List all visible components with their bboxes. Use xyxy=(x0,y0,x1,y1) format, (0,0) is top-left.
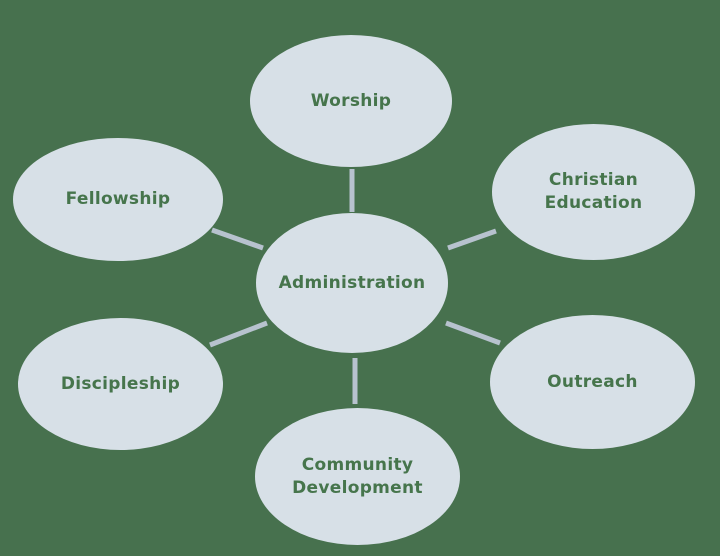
node-worship: Worship xyxy=(250,35,452,167)
node-fellowship-label: Fellowship xyxy=(65,189,171,210)
node-administration-label: Administration xyxy=(278,272,426,293)
node-administration: Administration xyxy=(256,213,448,353)
edge-administration-fellowship xyxy=(211,227,264,251)
node-community-development: Community Development xyxy=(255,408,460,545)
node-christian-education: Christian Education xyxy=(492,124,695,260)
node-community-development-label: Community Development xyxy=(292,454,423,498)
node-outreach: Outreach xyxy=(490,315,695,449)
node-discipleship: Discipleship xyxy=(18,318,223,450)
node-worship-label: Worship xyxy=(310,90,392,111)
node-discipleship-label: Discipleship xyxy=(60,373,181,394)
edge-administration-discipleship xyxy=(209,320,268,348)
node-outreach-label: Outreach xyxy=(547,371,638,392)
edge-administration-christian-education xyxy=(447,228,497,251)
node-christian-education-label: Christian Education xyxy=(544,170,643,213)
edge-administration-outreach xyxy=(445,320,501,346)
node-fellowship: Fellowship xyxy=(13,138,223,261)
